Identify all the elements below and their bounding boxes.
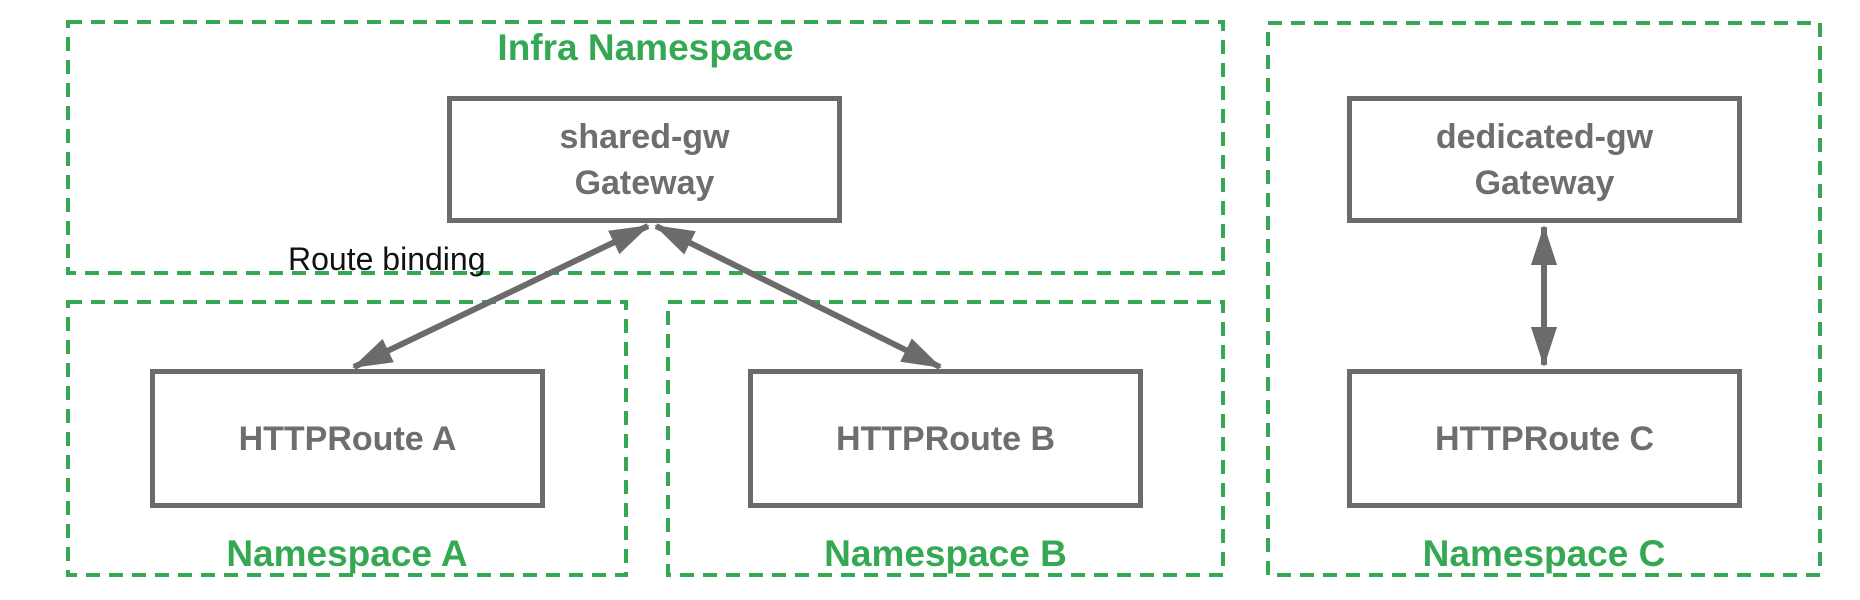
dedicated-gateway-node: dedicated-gw Gateway bbox=[1347, 96, 1742, 223]
namespace-b-title: Namespace B bbox=[824, 533, 1067, 574]
route-binding-arrow-b bbox=[654, 223, 942, 370]
namespace-a-border bbox=[66, 300, 628, 577]
httproute-b-label: HTTPRoute B bbox=[835, 419, 1056, 458]
shared-gateway-name: shared-gw bbox=[559, 117, 730, 156]
dedicated-gateway-name: dedicated-gw bbox=[1435, 117, 1654, 156]
httproute-c-label: HTTPRoute C bbox=[1434, 419, 1655, 458]
namespace-c-border bbox=[1266, 21, 1822, 577]
httproute-c-node: HTTPRoute C bbox=[1347, 369, 1742, 508]
namespace-b-border bbox=[666, 300, 1225, 577]
route-binding-arrow-a bbox=[352, 223, 650, 370]
shared-gateway-node: shared-gw Gateway bbox=[447, 96, 842, 223]
shared-gateway-type: Gateway bbox=[574, 163, 715, 202]
dedicated-gateway-type: Gateway bbox=[1474, 163, 1615, 202]
infra-namespace-title: Infra Namespace bbox=[497, 27, 794, 68]
namespace-c-title: Namespace C bbox=[1422, 533, 1666, 574]
httproute-b-node: HTTPRoute B bbox=[748, 369, 1143, 508]
httproute-a-node: HTTPRoute A bbox=[150, 369, 545, 508]
route-binding-label: Route binding bbox=[288, 241, 486, 277]
namespace-a-title: Namespace A bbox=[226, 533, 468, 574]
httproute-a-label: HTTPRoute A bbox=[238, 419, 457, 458]
